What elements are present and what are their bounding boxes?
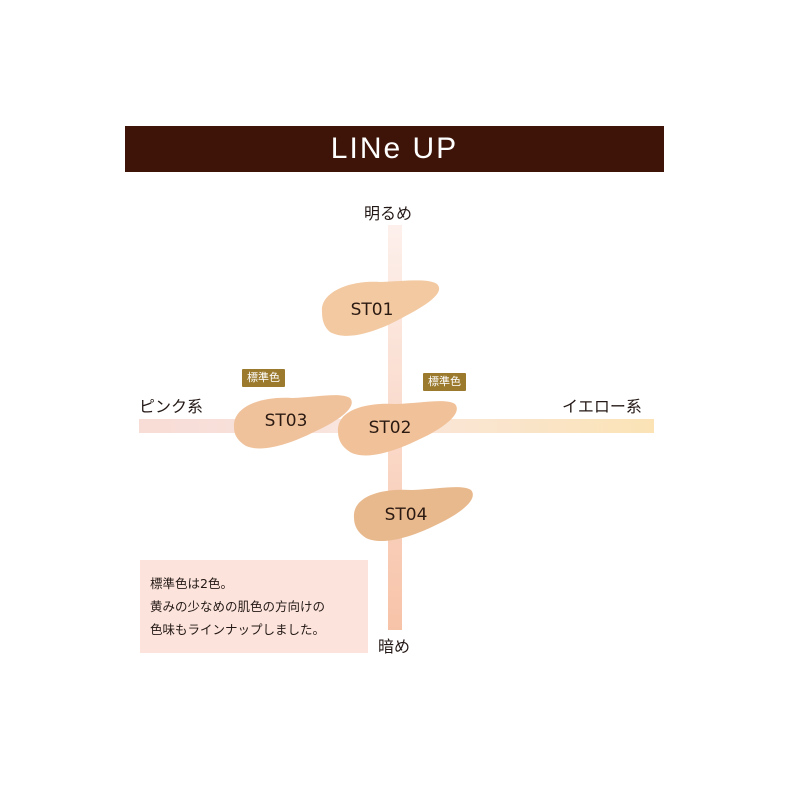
axis-label-bright: 明るめ — [364, 204, 413, 223]
swatch-st01-label: ST01 — [351, 300, 394, 320]
note-line-1: 標準色は2色。 — [150, 576, 233, 591]
note-line-2: 黄みの少なめの肌色の方向けの — [150, 599, 326, 614]
lineup-banner: LINe UP — [125, 126, 664, 172]
swatch-st03-label: ST03 — [265, 411, 308, 431]
swatch-st04-label: ST04 — [385, 505, 428, 525]
axis-label-yellow: イエロー系 — [562, 397, 642, 416]
swatch-st04: ST04 — [353, 487, 473, 542]
swatch-st02-shape — [337, 401, 457, 456]
swatch-st02-label: ST02 — [369, 418, 412, 438]
note-box: 標準色は2色。 黄みの少なめの肌色の方向けの 色味もラインナップしました。 — [140, 560, 368, 653]
swatch-st02: ST02 — [337, 401, 457, 456]
swatch-st04-shape — [353, 487, 473, 542]
swatch-st03: ST03 — [233, 395, 352, 449]
axis-label-pink: ピンク系 — [139, 397, 204, 416]
axis-label-dark: 暗め — [378, 637, 411, 656]
swatch-st01-shape — [321, 280, 440, 336]
note-line-3: 色味もラインナップしました。 — [150, 622, 326, 637]
standard-badge-st03: 標準色 — [242, 369, 285, 387]
banner-title: LINe UP — [330, 132, 459, 165]
swatch-st01: ST01 — [321, 280, 440, 336]
swatch-st03-shape — [233, 395, 352, 449]
standard-badge-st02: 標準色 — [423, 373, 466, 391]
